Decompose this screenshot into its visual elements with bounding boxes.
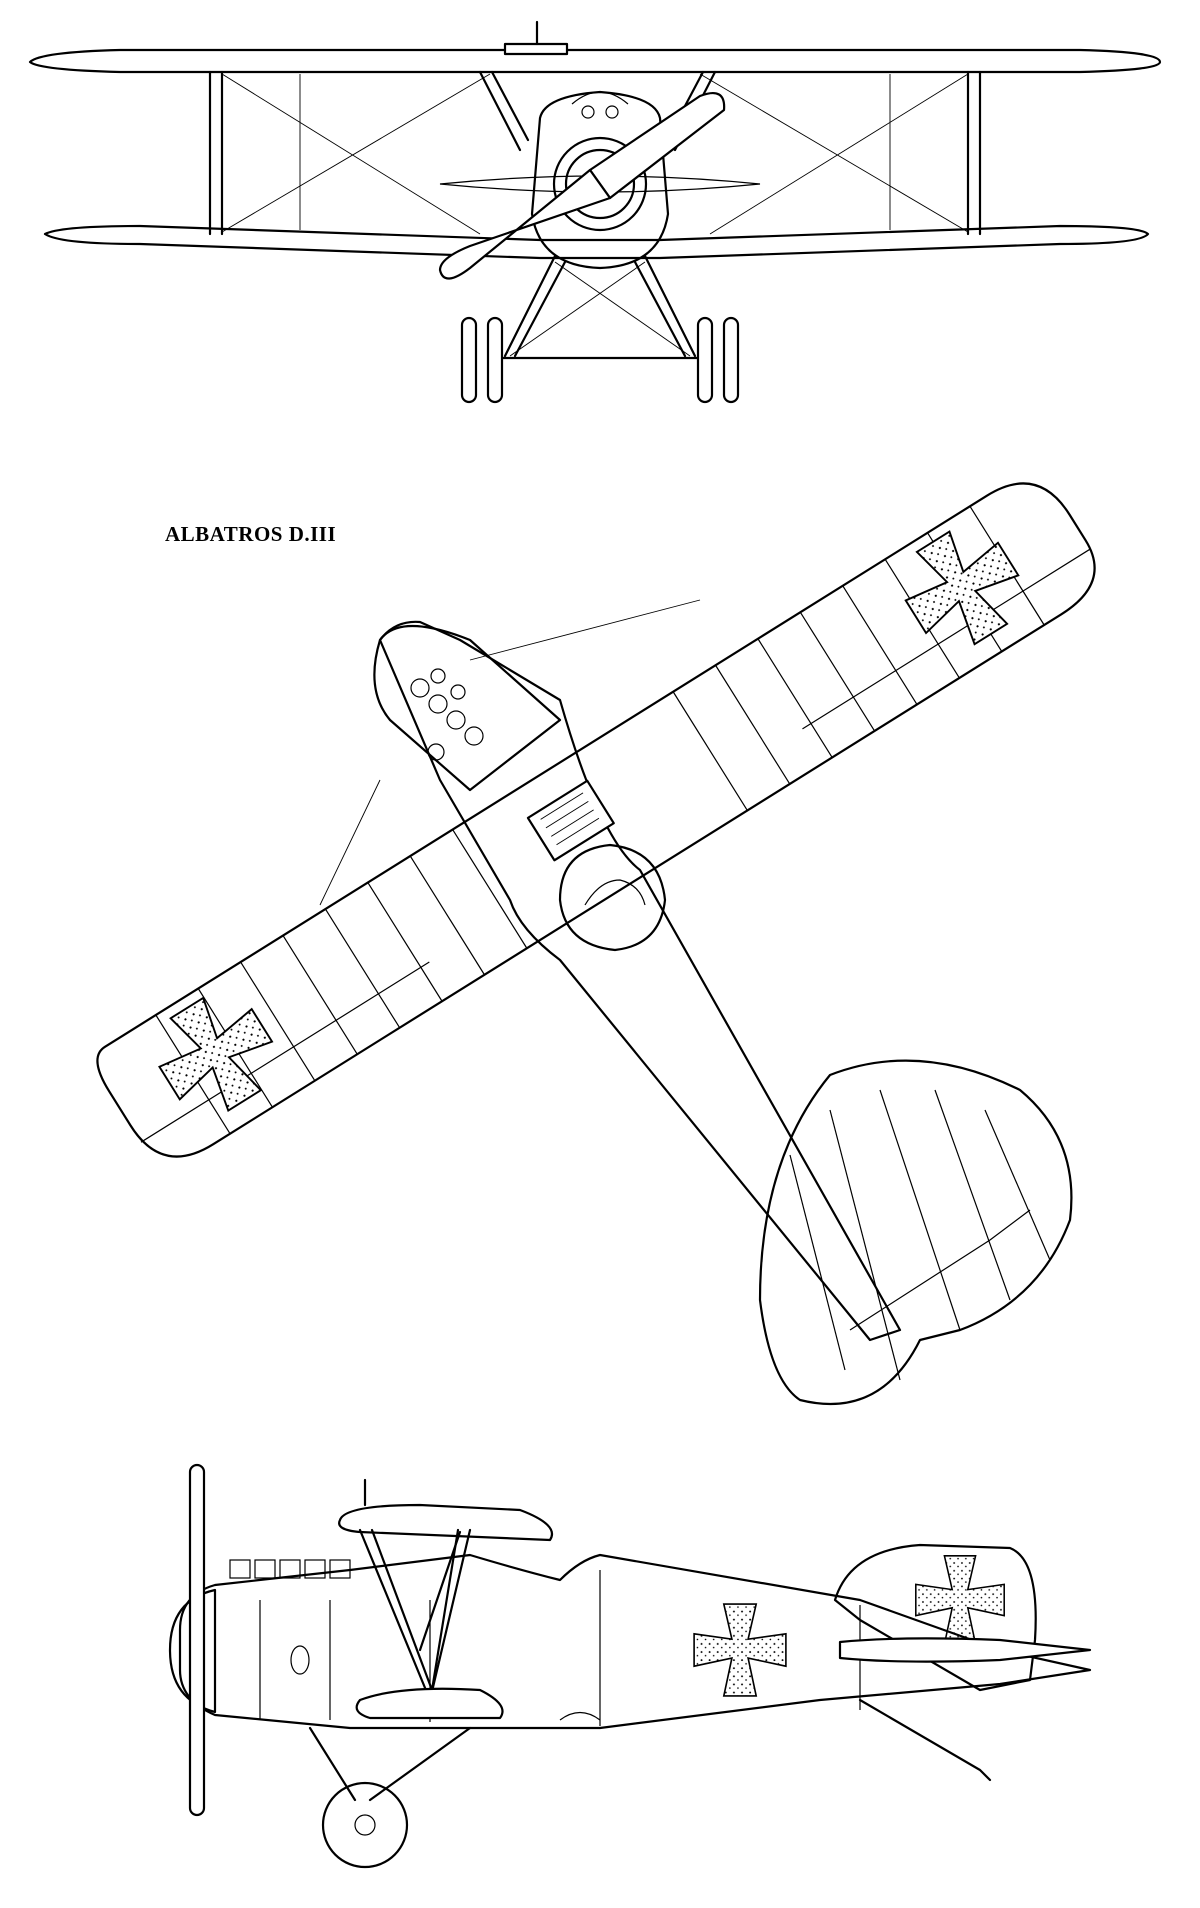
side-undercarriage — [308, 1726, 472, 1802]
side-tailplane — [838, 1637, 1092, 1663]
top-engine-cylinders — [410, 668, 484, 746]
front-upper-wing — [28, 48, 1162, 74]
side-insignia-fin — [915, 1555, 1005, 1645]
top-cowling — [373, 625, 562, 792]
top-upper-wing — [96, 482, 1096, 1158]
top-fuselage — [378, 620, 902, 1342]
front-wheel-left — [460, 316, 478, 404]
front-bracing-wires — [221, 73, 969, 235]
front-tailplane — [439, 175, 761, 193]
top-cockpit — [558, 843, 667, 952]
side-lower-wing — [355, 1687, 504, 1720]
side-view — [168, 1463, 1092, 1869]
side-fin — [833, 1543, 1037, 1692]
front-propeller-blade-lower — [438, 168, 612, 280]
top-view — [96, 482, 1096, 1406]
front-propeller-blade-upper — [588, 92, 726, 200]
top-tailplane — [758, 1059, 1073, 1406]
front-interplane-struts — [208, 70, 982, 236]
side-insignia-fuselage — [693, 1603, 787, 1697]
side-wheel — [321, 1781, 409, 1869]
front-fuselage — [530, 90, 670, 270]
side-struts — [358, 1528, 472, 1702]
side-upper-wing — [338, 1503, 553, 1542]
front-view — [28, 20, 1162, 404]
front-lower-wing — [43, 224, 1150, 260]
side-propeller — [188, 1463, 206, 1817]
aircraft-title: ALBATROS D.III — [165, 522, 337, 546]
top-radiator — [526, 779, 615, 862]
front-cabane-top — [503, 42, 569, 56]
top-insignia-left — [139, 978, 292, 1131]
front-spinner — [552, 136, 648, 232]
front-wheel-right — [696, 316, 714, 404]
front-undercarriage — [493, 254, 707, 360]
top-insignia-right — [886, 511, 1038, 664]
